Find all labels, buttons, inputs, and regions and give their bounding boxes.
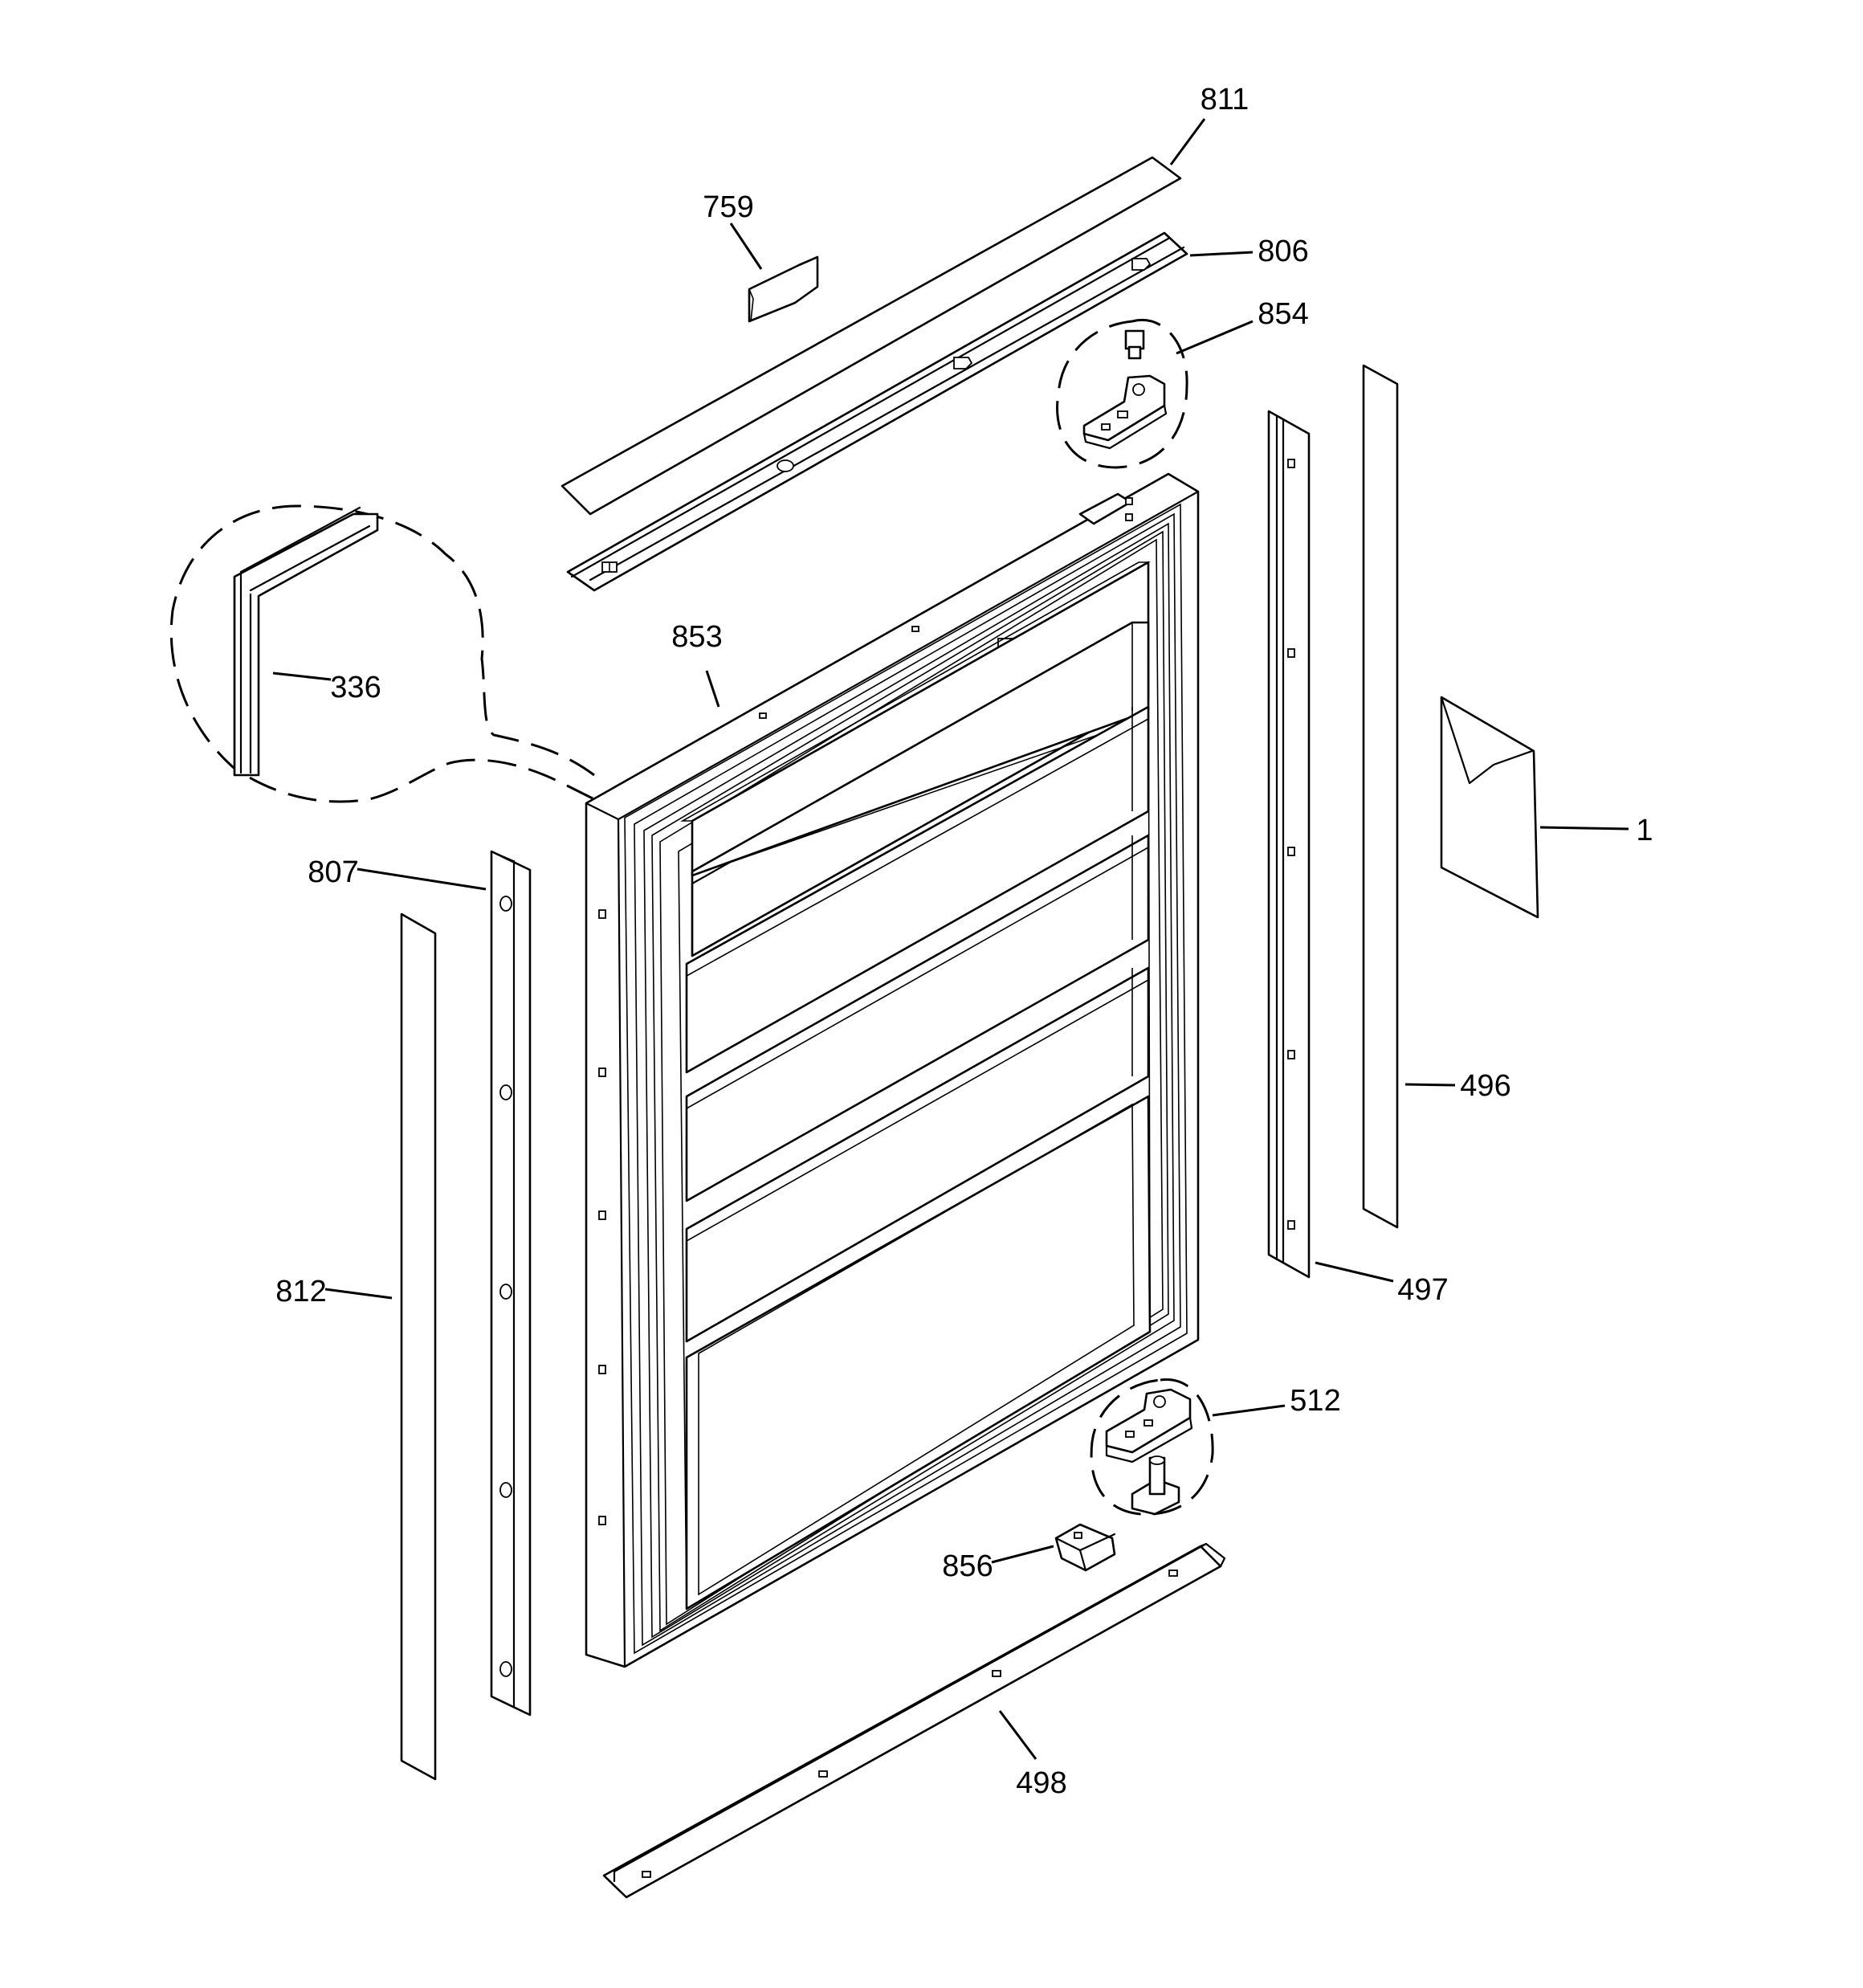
- part-854-upper-hinge: [1056, 319, 1188, 469]
- callout-759: 759: [703, 190, 753, 224]
- callout-498: 498: [1016, 1766, 1066, 1800]
- callout-853: 853: [671, 620, 722, 654]
- part-498-bottom-bracket-rail: [602, 1542, 1226, 1899]
- part-807-left-bracket-rail: [490, 850, 532, 1717]
- callout-336: 336: [330, 671, 381, 704]
- part-496-right-trim-strip: [1362, 364, 1399, 1229]
- part-812-left-trim-strip: [400, 912, 437, 1781]
- callout-854: 854: [1258, 297, 1308, 331]
- callout-1: 1: [1636, 814, 1653, 847]
- part-512-lower-hinge: [1090, 1378, 1214, 1516]
- part-806-top-bracket-rail: [566, 231, 1188, 592]
- part-497-right-bracket-rail: [1267, 410, 1311, 1279]
- leader-lines: [272, 118, 1629, 1760]
- callout-496: 496: [1460, 1069, 1510, 1103]
- callout-806: 806: [1258, 235, 1308, 268]
- callout-labels: 811 759 806 854 336 853 1 807 496 812 49…: [275, 83, 1653, 1800]
- callout-497: 497: [1397, 1273, 1448, 1307]
- part-811-top-trim-strip: [561, 156, 1182, 516]
- callout-512: 512: [1290, 1384, 1340, 1418]
- part-853-door-frame: [585, 472, 1200, 1668]
- part-856-bottom-clip: [1054, 1523, 1116, 1572]
- callout-807: 807: [308, 855, 358, 889]
- part-1-instruction-sheet: [1440, 696, 1539, 919]
- callout-811: 811: [1201, 83, 1249, 116]
- part-336-door-gasket: [169, 504, 595, 803]
- callout-856: 856: [942, 1549, 993, 1583]
- part-759-small-cover: [748, 255, 819, 323]
- callout-812: 812: [275, 1275, 326, 1308]
